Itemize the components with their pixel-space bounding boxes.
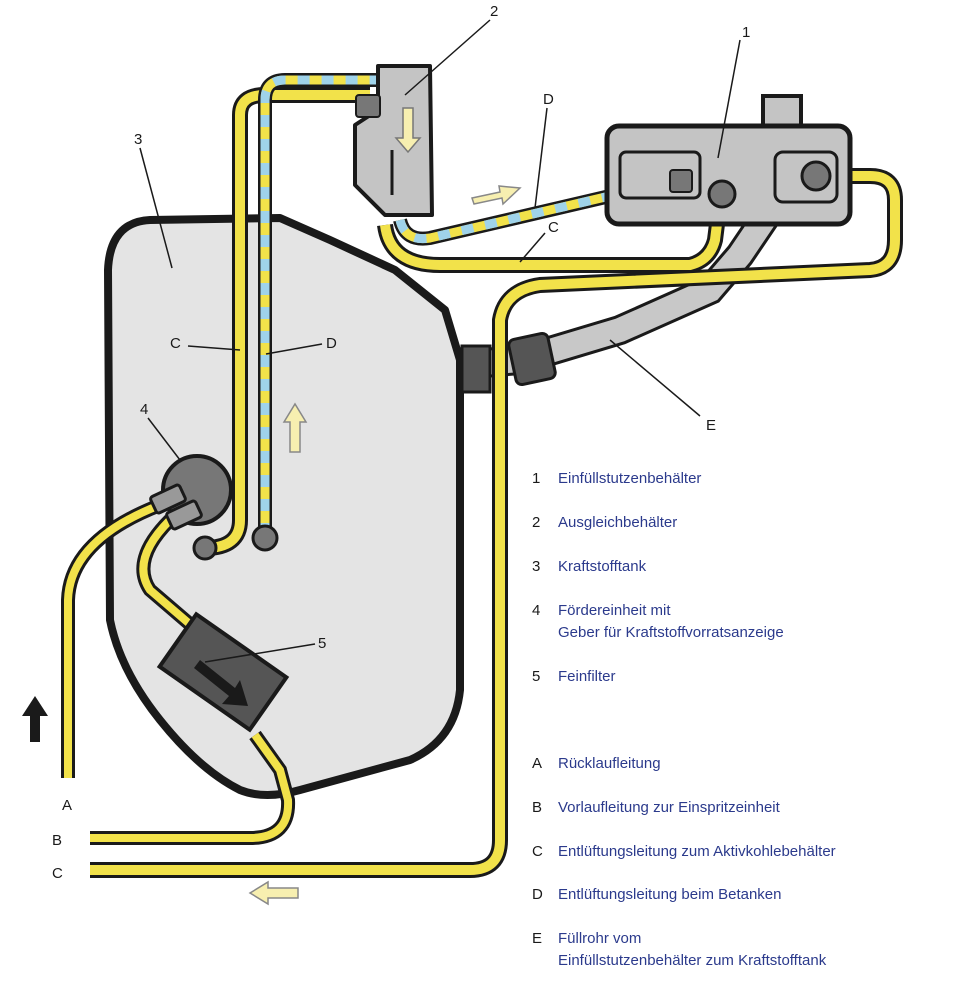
- callout-b: B: [52, 832, 62, 849]
- legend-label: Rücklaufleitung: [558, 755, 661, 772]
- callout-5: 5: [318, 635, 326, 652]
- legend-key: 1: [532, 470, 541, 487]
- leader-lines: [139, 19, 741, 663]
- callout-1: 1: [742, 24, 750, 41]
- legend-key: 4: [532, 602, 541, 619]
- legend-key: 2: [532, 514, 541, 531]
- legend-label: Entlüftungsleitung zum Aktivkohlebehälte…: [558, 843, 836, 860]
- filler-pipe-e: [458, 209, 778, 380]
- callout-c: C: [52, 865, 63, 882]
- line-c-vent: [204, 87, 728, 556]
- filler-coupling: [460, 331, 557, 394]
- callout-c-mid: C: [170, 335, 181, 352]
- flow-arrow-right-d: [471, 185, 522, 206]
- legend-key: B: [532, 799, 543, 816]
- legend-key: 5: [532, 668, 541, 685]
- line-b-supply: [90, 515, 296, 845]
- legend-key: E: [532, 930, 543, 947]
- legend-label: Füllrohr vom Einfüllstutzenbehälter zum …: [558, 930, 827, 969]
- callout-d-mid: D: [326, 335, 337, 352]
- legend-label: Ausgleichbehälter: [558, 514, 678, 531]
- legend-label: Entlüftungsleitung beim Betanken: [558, 886, 782, 903]
- legend-key: A: [532, 755, 543, 772]
- legend-key: C: [532, 843, 543, 860]
- filter-flow-arrow: [194, 660, 248, 706]
- line-a-return: [61, 498, 163, 778]
- expansion-flow-arrow: [394, 107, 422, 154]
- callout-4: 4: [140, 401, 148, 418]
- fine-filter: [156, 611, 290, 733]
- flow-arrow-up-a: [22, 696, 48, 742]
- expansion-tank: [353, 64, 434, 217]
- callout-e: E: [706, 417, 716, 434]
- callout-a: A: [62, 797, 72, 814]
- pump-unit: [149, 454, 279, 561]
- legend-label: Kraftstofftank: [558, 558, 647, 575]
- legend-label: Vorlaufleitung zur Einspritzeinheit: [558, 799, 780, 816]
- legend-label: Einfüllstutzenbehälter: [558, 470, 702, 487]
- callout-c-top: C: [548, 219, 559, 236]
- filler-neck-container: [604, 94, 853, 227]
- line-c-outer: [90, 168, 903, 878]
- legend-label: Feinfilter: [558, 668, 616, 685]
- legend-key: 3: [532, 558, 541, 575]
- callout-2: 2: [490, 3, 498, 20]
- line-d-vent: [258, 73, 672, 535]
- flow-arrow-left-c: [248, 880, 299, 906]
- legend-key: D: [532, 886, 543, 903]
- callout-d-top: D: [543, 91, 554, 108]
- legend-label: Fördereinheit mit Geber für Kraftstoffvo…: [558, 602, 784, 641]
- callout-3: 3: [134, 131, 142, 148]
- flow-arrow-up-tank: [282, 402, 308, 453]
